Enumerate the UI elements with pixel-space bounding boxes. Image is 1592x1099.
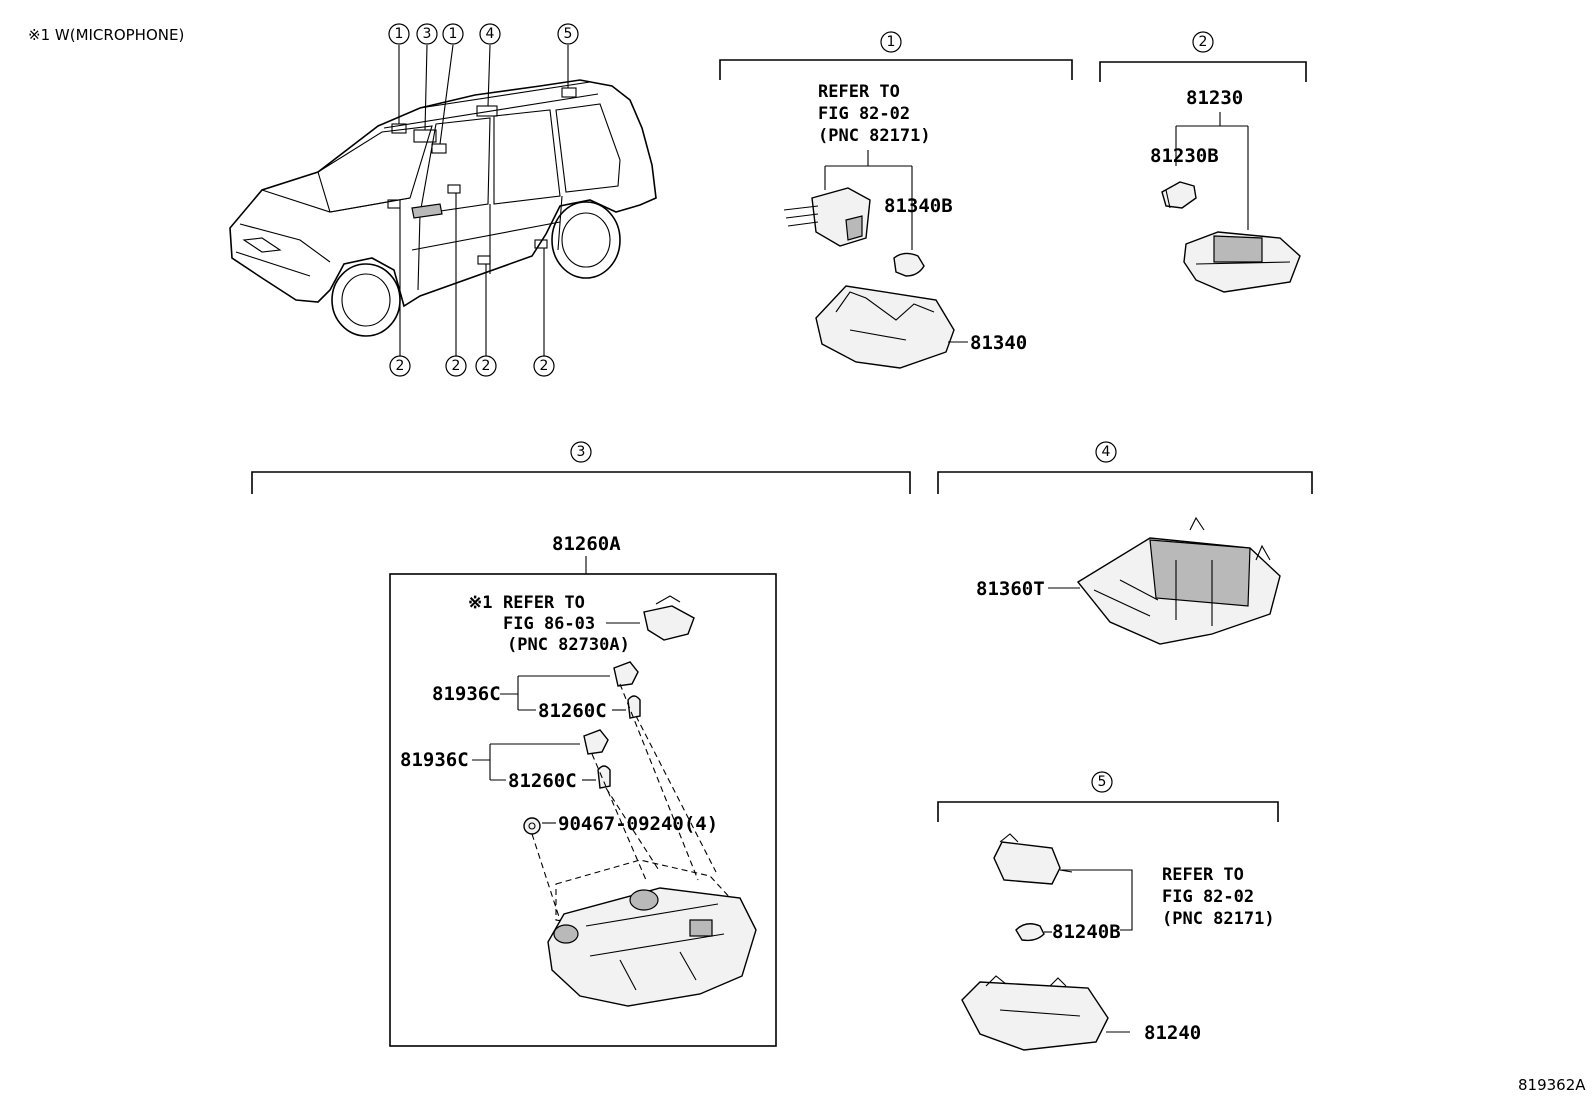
label-81230b: 81230B xyxy=(1150,145,1219,167)
label-81260a: 81260A xyxy=(552,533,621,555)
vehicle-callout-4: 4 xyxy=(486,26,495,42)
section-4-callout: 4 xyxy=(1102,444,1111,460)
section-1-ref-line2: FIG 82-02 xyxy=(818,104,910,124)
section-3-ref-line1: REFER TO xyxy=(503,593,585,613)
vehicle-callout-1a: 1 xyxy=(395,26,404,42)
vehicle-callout-3: 3 xyxy=(423,26,432,42)
section-3-ref-mark: ※1 xyxy=(468,593,492,613)
microphone-note: ※1 W(MICROPHONE) xyxy=(28,26,184,44)
vehicle-callout-2b: 2 xyxy=(452,358,461,374)
bulb-81240b xyxy=(1015,923,1045,942)
overhead-console-81360t xyxy=(1076,516,1281,645)
label-81240: 81240 xyxy=(1144,1022,1201,1044)
label-81340: 81340 xyxy=(970,332,1027,354)
section-3-ref-line3: (PNC 82730A) xyxy=(507,635,630,655)
section-3-callout: 3 xyxy=(577,444,586,460)
section-1: 1 REFER TO FIG 82-02 (PNC 82171) 81340B … xyxy=(719,31,1073,369)
map-lamp-switch xyxy=(783,187,871,247)
section-5-ref-line2: FIG 82-02 xyxy=(1162,887,1254,907)
overhead-console-81260a xyxy=(547,887,757,1007)
section-1-ref-line1: REFER TO xyxy=(818,82,900,102)
clip-90467 xyxy=(523,817,541,835)
vehicle-callout-2a: 2 xyxy=(396,358,405,374)
section-5-ref-line3: (PNC 82171) xyxy=(1162,909,1275,929)
vehicle-illustration xyxy=(229,44,657,356)
lamp-81340 xyxy=(815,285,955,369)
section-2: 2 81230 81230B xyxy=(1099,31,1307,293)
label-81936c-lower: 81936C xyxy=(400,749,469,771)
label-81360t: 81360T xyxy=(976,578,1045,600)
section-5-callout: 5 xyxy=(1098,774,1107,790)
bulb-81340b xyxy=(893,252,925,277)
bulb-81230b xyxy=(1161,181,1197,209)
section-4: 4 81360T xyxy=(937,441,1313,645)
lamp-81230 xyxy=(1183,231,1301,293)
section-3: 3 81260A ※1 REFER TO FIG 86-03 (PNC 8273… xyxy=(251,441,911,1047)
socket-81936c-upper xyxy=(613,661,639,687)
label-81936c-upper: 81936C xyxy=(432,683,501,705)
vehicle-callout-1b: 1 xyxy=(449,26,458,42)
label-81260c-upper: 81260C xyxy=(538,700,607,722)
microphone-part xyxy=(643,595,695,641)
figure-id: 819362A xyxy=(1518,1076,1586,1094)
switch-section-5 xyxy=(993,833,1073,885)
label-90467-09240: 90467-09240(4) xyxy=(558,813,718,835)
section-3-ref-line2: FIG 86-03 xyxy=(503,614,595,634)
vehicle-callout-2d: 2 xyxy=(540,358,549,374)
vehicle-callout-5: 5 xyxy=(564,26,573,42)
label-81260c-lower: 81260C xyxy=(508,770,577,792)
socket-81936c-lower xyxy=(583,729,609,755)
label-81240b: 81240B xyxy=(1052,921,1121,943)
section-2-callout: 2 xyxy=(1199,34,1208,50)
assembly-box-81260a xyxy=(389,573,777,1047)
label-81230: 81230 xyxy=(1186,87,1243,109)
vehicle-callout-2c: 2 xyxy=(482,358,491,374)
section-1-callout: 1 xyxy=(887,34,896,50)
section-5-ref-line1: REFER TO xyxy=(1162,865,1244,885)
label-81340b: 81340B xyxy=(884,195,953,217)
bulb-81260c-lower xyxy=(597,765,611,789)
lamp-81240 xyxy=(961,975,1109,1051)
section-1-ref-line3: (PNC 82171) xyxy=(818,126,931,146)
bulb-81260c-upper xyxy=(627,695,641,719)
section-5: 5 REFER TO FIG 82-02 (PNC 82171) 81240B … xyxy=(937,771,1279,1051)
